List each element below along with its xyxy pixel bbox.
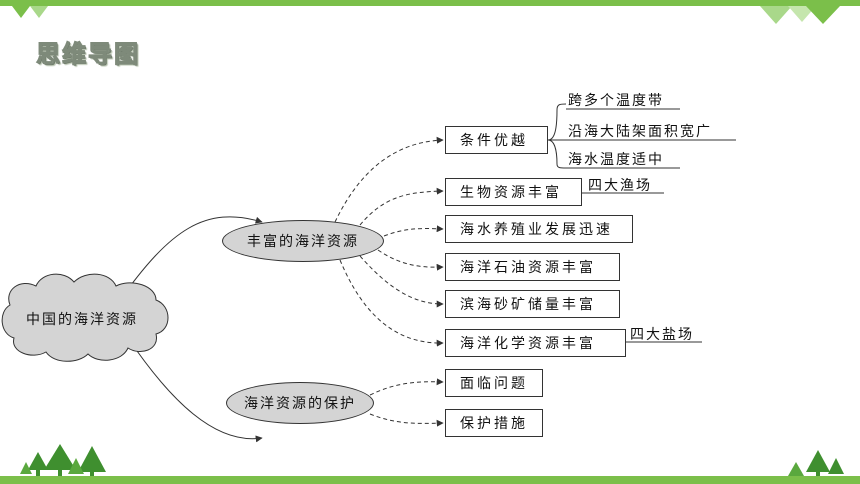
resource-box-aquaculture: 海水养殖业发展迅速 — [445, 215, 633, 243]
connector-condition — [334, 136, 444, 223]
resource-box-biology: 生物资源丰富 — [445, 178, 582, 206]
condition-leaf-continental-shelf: 沿海大陆架面积宽广 — [568, 124, 712, 140]
resource-box-oil: 海洋石油资源丰富 — [445, 253, 620, 281]
root-to-protection-connector — [127, 337, 263, 443]
connector-problem — [369, 378, 444, 396]
condition-leaf-water-temperature: 海水温度适中 — [568, 152, 664, 168]
tree-icon — [806, 450, 844, 478]
condition-leaf-temperature-zones: 跨多个温度带 — [568, 93, 664, 109]
connector-aquaculture — [383, 225, 444, 237]
root-to-resources-connector — [119, 216, 263, 301]
tree-icon — [20, 458, 84, 474]
connector-oil — [377, 249, 444, 271]
branch-node-protection: 海洋资源的保护 — [226, 382, 374, 424]
top-left-triangle-decoration — [12, 6, 30, 18]
condition-bracket — [547, 103, 567, 141]
resource-box-sand: 滨海砂矿储量丰富 — [445, 290, 620, 318]
tree-icon — [788, 462, 804, 476]
protection-box-problem: 面临问题 — [445, 369, 543, 397]
root-node-label: 中国的海洋资源 — [26, 312, 138, 328]
tree-icon — [28, 444, 106, 478]
connector-biology — [359, 187, 444, 226]
bottom-accent-bar — [0, 476, 860, 484]
branch-node-resources: 丰富的海洋资源 — [222, 220, 384, 262]
root-cloud-shape — [1, 273, 169, 362]
condition-bracket — [547, 139, 567, 169]
connector-chemical — [339, 259, 444, 347]
top-accent-bar — [0, 0, 860, 6]
note-four-fisheries: 四大渔场 — [588, 178, 652, 194]
connector-sand — [359, 255, 444, 308]
resource-box-chemical: 海洋化学资源丰富 — [445, 329, 626, 357]
resource-box-condition: 条件优越 — [445, 126, 548, 154]
page-title: 思维导图 — [36, 40, 140, 69]
protection-box-measure: 保护措施 — [445, 409, 543, 437]
top-right-triangle-decoration — [760, 6, 792, 24]
top-left-triangle-decoration — [30, 6, 48, 18]
top-right-triangle-decoration — [788, 6, 816, 22]
top-right-triangle-decoration — [806, 6, 840, 24]
note-four-salt-fields: 四大盐场 — [630, 327, 694, 343]
connector-measure — [369, 413, 444, 427]
